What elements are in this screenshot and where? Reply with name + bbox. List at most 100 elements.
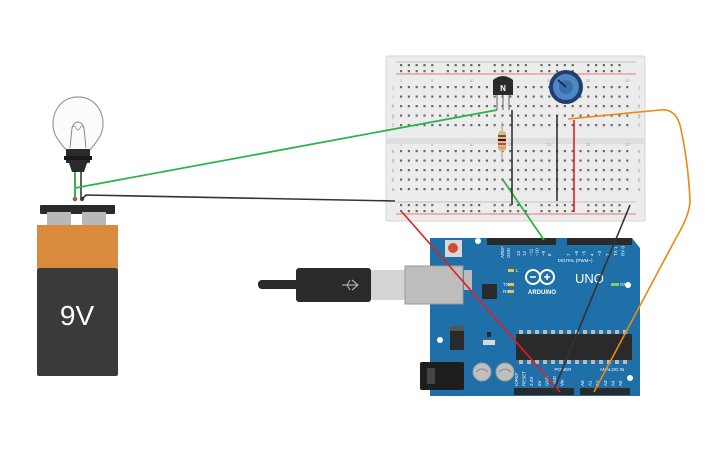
transistor-label: N bbox=[500, 84, 506, 93]
wire-black-rail-gnd[interactable] bbox=[552, 204, 631, 393]
resistor[interactable] bbox=[498, 122, 506, 160]
breadboard-column-label: 1 bbox=[400, 78, 403, 83]
aref-label: AREF bbox=[500, 246, 505, 258]
digital-pin-label: ~9 bbox=[541, 250, 546, 256]
gnd-label: GND bbox=[506, 247, 511, 258]
arduino-model: UNO bbox=[575, 271, 604, 286]
power-analog-pin-label: Vin bbox=[560, 379, 565, 386]
wire-red-rail-5v[interactable] bbox=[401, 211, 561, 393]
analog-label: ANALOG IN bbox=[600, 367, 625, 372]
digital-pin-label: RX 0 bbox=[621, 245, 626, 256]
power-analog-pin-label: GND bbox=[552, 375, 557, 386]
usb-port bbox=[405, 266, 463, 304]
breadboard-row-label: j bbox=[391, 85, 393, 91]
digital-pin-label: 2 bbox=[605, 253, 610, 256]
breadboard-column-label: 5 bbox=[431, 142, 434, 147]
breadboard-column-label: 30 bbox=[625, 78, 630, 83]
breadboard-row-label: i bbox=[638, 95, 639, 101]
breadboard-column-label: 25 bbox=[586, 78, 591, 83]
power-jack[interactable] bbox=[420, 362, 464, 390]
npn-transistor[interactable]: N bbox=[493, 76, 513, 110]
breadboard-row-label: h bbox=[638, 104, 641, 110]
breadboard-row-label: h bbox=[392, 104, 395, 110]
breadboard-column-label: 10 bbox=[469, 78, 474, 83]
breadboard-row-label: g bbox=[392, 114, 395, 120]
digital-pin-label: ~5 bbox=[582, 250, 587, 256]
breadboard-row-label: d bbox=[638, 159, 641, 165]
digital-pin-label: 8 bbox=[547, 253, 552, 256]
breadboard-column-label: 1 bbox=[400, 142, 403, 147]
digital-header-right bbox=[567, 238, 632, 245]
breadboard-holes bbox=[400, 64, 629, 213]
wire-green-bulb-transistor[interactable] bbox=[74, 109, 498, 189]
battery-top-band bbox=[37, 225, 118, 268]
breadboard-row-label: b bbox=[638, 178, 641, 184]
power-analog-pin-label: A5 bbox=[618, 380, 623, 386]
tx-label: TX bbox=[503, 282, 509, 287]
breadboard-row-label: c bbox=[638, 168, 641, 174]
battery-9v[interactable]: 9V bbox=[37, 196, 118, 376]
led-l-label: L bbox=[516, 268, 519, 273]
breadboard-row-label: g bbox=[638, 114, 641, 120]
battery-body bbox=[37, 268, 118, 376]
breadboard-row-label: e bbox=[638, 149, 641, 155]
power-analog-pin-label: A1 bbox=[588, 380, 593, 386]
power-analog-pin-label: A0 bbox=[580, 380, 585, 386]
usb-chip bbox=[482, 284, 497, 299]
breadboard-column-label: 15 bbox=[508, 142, 513, 147]
breadboard-row-label: f bbox=[392, 123, 394, 129]
breadboard-row-label: a bbox=[392, 187, 395, 193]
reset-button[interactable] bbox=[448, 243, 458, 253]
breadboard-row-label: j bbox=[637, 85, 639, 91]
wire-orange-pot-a0[interactable] bbox=[567, 108, 691, 393]
wire-green-resistor-pin9[interactable] bbox=[502, 179, 545, 241]
usb-plug bbox=[371, 270, 405, 300]
power-analog-pin-label: A3 bbox=[603, 380, 608, 386]
breadboard-column-label: 30 bbox=[625, 142, 630, 147]
wire-black-battery-gnd[interactable] bbox=[81, 194, 396, 202]
battery-label: 9V bbox=[60, 300, 95, 331]
breadboard-row-label: f bbox=[638, 123, 640, 129]
digital-header-left bbox=[487, 238, 556, 245]
digital-pin-label: ~3 bbox=[597, 250, 602, 256]
breadboard-row-label: a bbox=[638, 187, 641, 193]
digital-pin-label: 13 bbox=[516, 250, 521, 256]
digital-pin-label: 12 bbox=[522, 250, 527, 256]
power-analog-pin-label: 3.3V bbox=[529, 377, 534, 386]
power-analog-pin-label: 5V bbox=[537, 380, 542, 386]
power-analog-pin-label: A4 bbox=[610, 380, 615, 386]
breadboard-row-label: d bbox=[392, 159, 395, 165]
breadboard-row-label: c bbox=[392, 168, 395, 174]
arduino-logo bbox=[525, 269, 555, 285]
digital-pin-label: ~10 bbox=[535, 248, 540, 256]
digital-pin-label: ~6 bbox=[574, 250, 579, 256]
arduino-brand: ARDUINO bbox=[528, 290, 556, 296]
breadboard-column-label: 25 bbox=[586, 142, 591, 147]
power-header bbox=[514, 388, 574, 395]
breadboard-row-label: e bbox=[392, 149, 395, 155]
digital-pin-label: ~11 bbox=[528, 248, 533, 256]
light-bulb[interactable] bbox=[52, 96, 104, 200]
breadboard-column-label: 5 bbox=[431, 78, 434, 83]
breadboard-column-label: 10 bbox=[469, 142, 474, 147]
breadboard-row-label: b bbox=[392, 178, 395, 184]
wires bbox=[74, 108, 691, 393]
digital-pin-label: TX 1 bbox=[613, 246, 618, 256]
usb-cable[interactable] bbox=[258, 265, 464, 305]
digital-label: DIGITAL (PWM~) bbox=[558, 258, 593, 263]
breadboard-column-label: 20 bbox=[547, 78, 552, 83]
power-analog-pin-label: IOREF bbox=[514, 372, 519, 386]
digital-pin-label: 7 bbox=[566, 253, 571, 256]
rx-label: RX bbox=[503, 289, 509, 294]
potentiometer[interactable] bbox=[549, 70, 583, 104]
atmega-chip bbox=[516, 334, 632, 360]
on-label: ON bbox=[620, 282, 627, 287]
power-analog-pin-label: GND bbox=[544, 375, 549, 386]
